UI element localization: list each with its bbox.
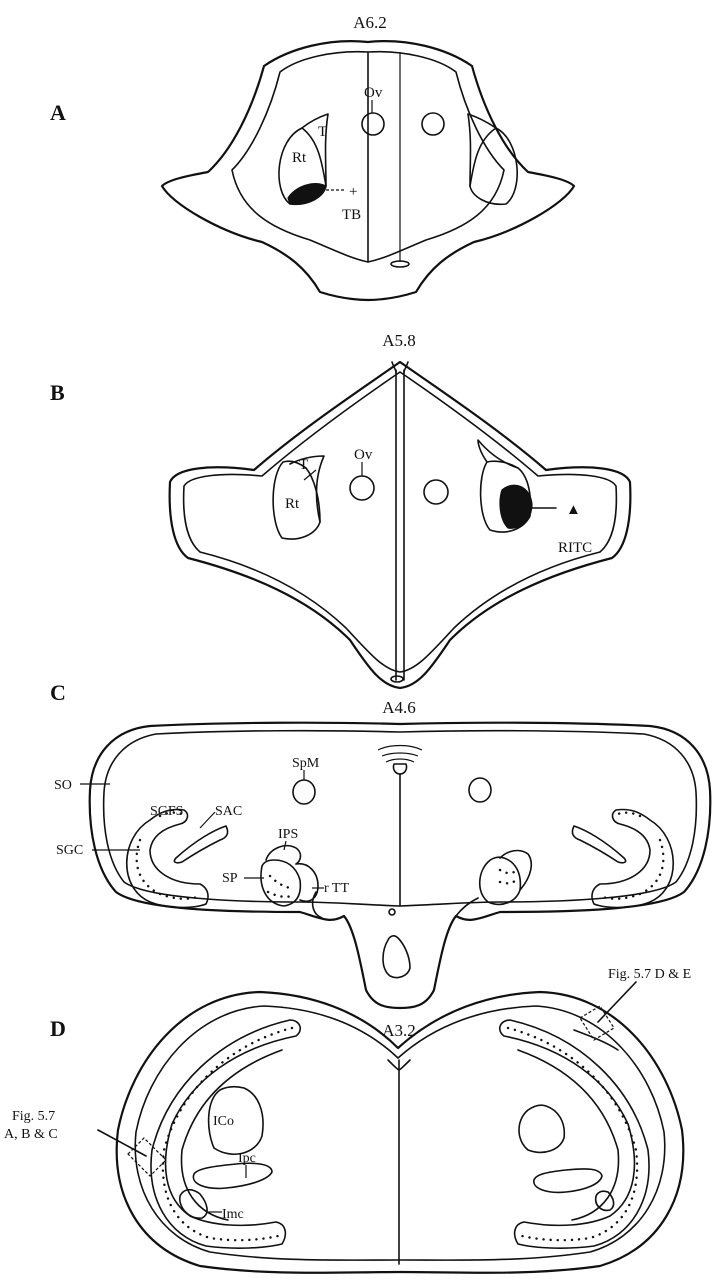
- panel-b-label-rt: Rt: [285, 496, 300, 512]
- panel-c-canal: [389, 909, 395, 915]
- panel-d-inner-arc-left: [181, 1050, 282, 1220]
- panel-d-inner-arc-right: [518, 1050, 619, 1220]
- panel-a-coordinate: A6.2: [353, 13, 387, 32]
- panel-c-midline-arcs: [378, 746, 422, 763]
- panel-a-rt-right: [470, 128, 517, 204]
- panel-a-ov-right: [422, 113, 444, 135]
- panel-b-inner-outline: [184, 372, 617, 672]
- panel-b-label-ov: Ov: [354, 447, 373, 463]
- panel-d-ipc-left: [193, 1163, 272, 1188]
- panel-b-label-t: T: [299, 457, 308, 473]
- panel-d-fig-box-left: [128, 1138, 166, 1176]
- panel-a-ov-left: [362, 113, 384, 135]
- panel-c-label-sac: SAC: [215, 804, 242, 819]
- panel-c: C A4.6 SO: [50, 680, 710, 1008]
- panel-c-sp-left-dots: [268, 876, 292, 897]
- panel-a-label-tb: TB: [342, 207, 361, 223]
- panel-b-midline-top: [392, 362, 408, 372]
- panel-c-sgfs-right-dots: [618, 813, 640, 816]
- panel-d-fig-de-leader: [598, 982, 636, 1022]
- panel-c-ips-right: [500, 851, 531, 890]
- panel-c-label-rtt: r TT: [324, 881, 349, 896]
- panel-c-letter: C: [50, 680, 66, 705]
- panel-c-sgc-left: [127, 809, 208, 907]
- panel-b-letter: B: [50, 380, 65, 405]
- panel-a-label-t: T: [318, 124, 327, 140]
- panel-c-sac-left: [174, 826, 227, 863]
- panel-a-lesion: [288, 184, 326, 204]
- panel-c-label-sgc: SGC: [56, 843, 83, 858]
- panel-c-sac-leader: [200, 812, 215, 828]
- panel-d-label-ico: ICo: [213, 1114, 234, 1129]
- panel-d-sliver-right: [574, 1030, 618, 1050]
- panel-b-lesion: [500, 485, 532, 528]
- panel-a: A A6.2 Ov Rt T + TB: [50, 13, 574, 300]
- panel-b-ov-left: [350, 476, 374, 500]
- panel-c-label-spm: SpM: [292, 756, 320, 771]
- panel-b-label-marker: ▲: [566, 502, 581, 518]
- panel-d-inner-outline: [135, 1006, 665, 1260]
- panel-c-sac-right: [572, 826, 625, 863]
- panel-c-ventricle: [383, 936, 410, 978]
- panel-a-letter: A: [50, 100, 66, 125]
- panel-d-letter: D: [50, 1016, 66, 1041]
- panel-c-spm-left: [293, 780, 315, 804]
- panel-d: D A3.2 Fig. 5.7 D & E Fig. 5.7 A, B: [4, 967, 691, 1273]
- panel-c-coordinate: A4.6: [382, 698, 416, 717]
- panel-c-sp-left: [261, 860, 300, 906]
- panel-c-label-sgfs: SGFS: [150, 804, 183, 819]
- panel-c-sp-right-dots: [500, 870, 518, 883]
- panel-c-label-ips: IPS: [278, 827, 298, 842]
- panel-c-spm-right: [469, 778, 491, 802]
- panel-b-label-ritc: RITC: [558, 540, 592, 556]
- panel-c-sgc-right: [592, 809, 673, 907]
- panel-d-label-fig-abc-2: A, B & C: [4, 1127, 58, 1142]
- panel-d-label-ipc: Ipc: [238, 1151, 256, 1166]
- panel-b-ov-right: [424, 480, 448, 504]
- panel-a-label-ov: Ov: [364, 85, 383, 101]
- panel-d-ico-right: [519, 1105, 564, 1152]
- panel-c-label-sp: SP: [222, 871, 238, 886]
- panel-a-label-marker: +: [349, 184, 357, 200]
- panel-a-label-rt: Rt: [292, 150, 307, 166]
- panel-b-midline: [396, 370, 404, 680]
- panel-d-label-imc: Imc: [222, 1207, 244, 1222]
- panel-d-sgc-right-dots: [508, 1028, 637, 1240]
- panel-b-ventricle: [391, 676, 403, 682]
- panel-c-midline-top: [393, 764, 406, 774]
- panel-b-coordinate: A5.8: [382, 331, 416, 350]
- panel-d-label-fig-de: Fig. 5.7 D & E: [608, 967, 691, 982]
- panel-c-label-so: SO: [54, 778, 72, 793]
- panel-b-outer-outline: [170, 362, 631, 688]
- panel-d-imc-left: [180, 1190, 207, 1218]
- panel-d-label-fig-abc-1: Fig. 5.7: [12, 1109, 55, 1124]
- panel-b: B A5.8 Ov Rt T ▲ RITC: [50, 331, 630, 688]
- panel-d-ipc-right: [534, 1169, 602, 1192]
